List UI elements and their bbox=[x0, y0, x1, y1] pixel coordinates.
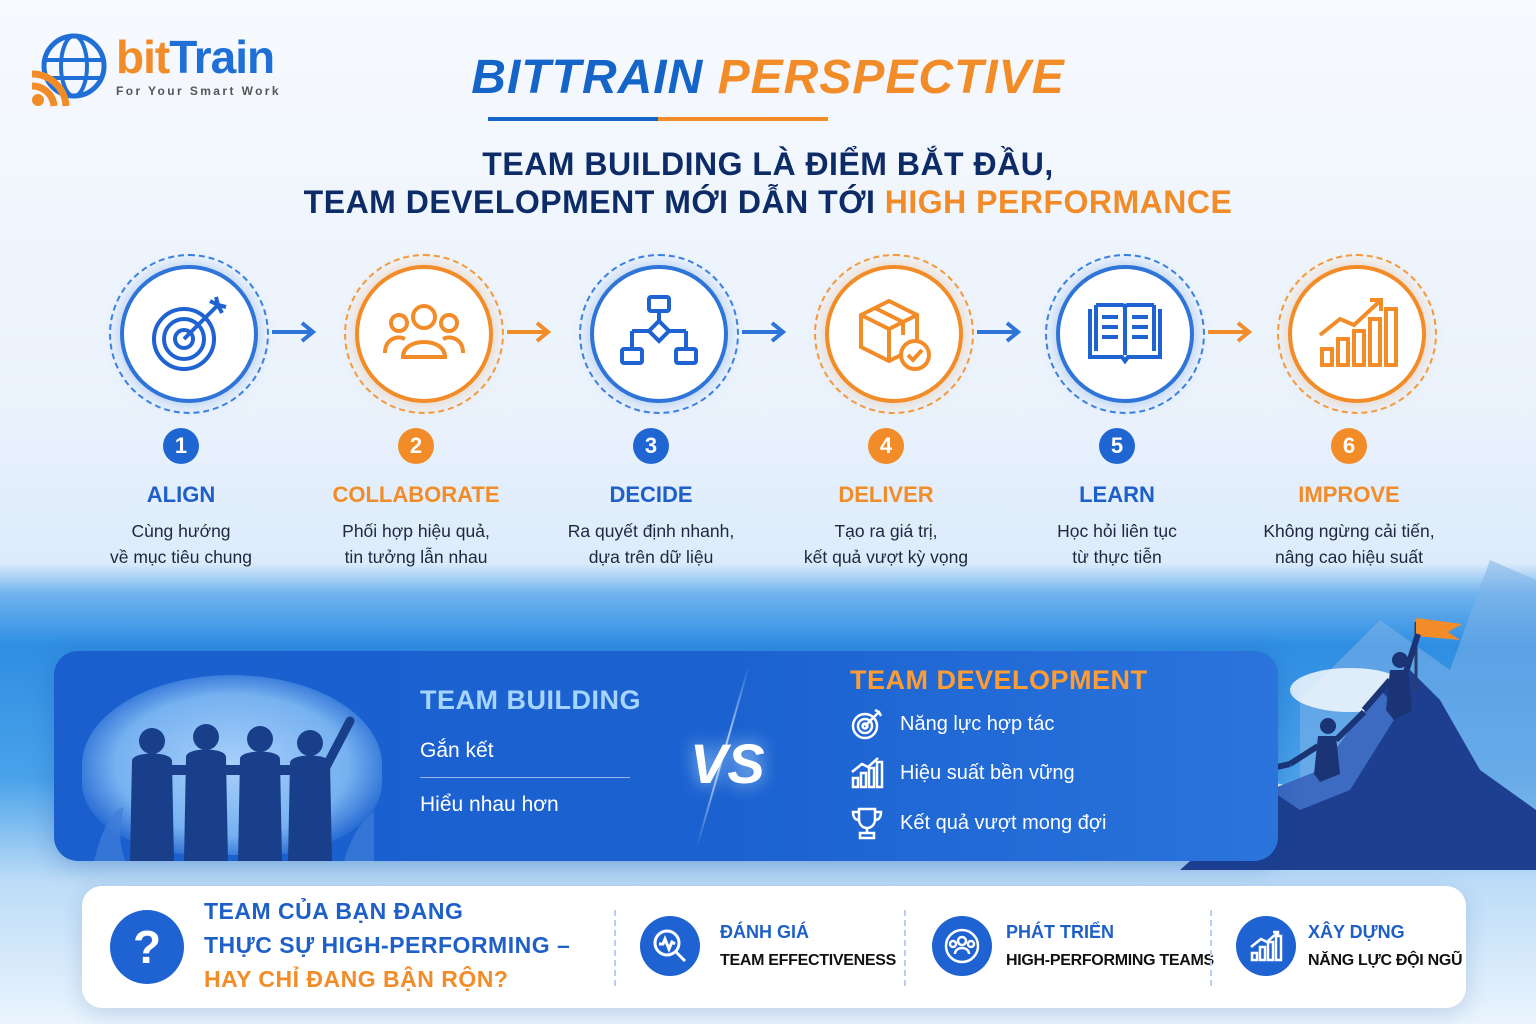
page-title: BITTRAIN PERSPECTIVE bbox=[471, 51, 1065, 104]
title-underline bbox=[488, 117, 828, 121]
arrow-right-icon bbox=[507, 321, 552, 343]
step-number: 5 bbox=[1099, 428, 1135, 464]
divider bbox=[614, 910, 616, 986]
action-subtitle: TEAM EFFECTIVENESS bbox=[720, 952, 896, 969]
step-title: ALIGN bbox=[146, 482, 216, 507]
growth-chart-icon bbox=[1236, 916, 1296, 976]
team-development-item: Hiệu suất bền vững bbox=[850, 756, 1075, 790]
action-title: XÂY DỰNG bbox=[1308, 922, 1405, 942]
question-line-1: TEAM CỦA BẠN ĐANG bbox=[204, 898, 464, 924]
step-title: COLLABORATE bbox=[332, 482, 500, 507]
step-collaborate: 2 COLLABORATE Phối hợp hiệu quả,tin tưởn… bbox=[301, 254, 531, 574]
magnifier-chart-icon bbox=[640, 916, 700, 976]
step-deliver: 4 DELIVER Tạo ra giá trị,kết quả vượt kỳ… bbox=[771, 254, 1001, 574]
book-icon bbox=[1088, 303, 1162, 365]
brand-name: bitTrain bbox=[116, 31, 275, 83]
divider bbox=[420, 777, 630, 778]
step-improve: 6 IMPROVE Không ngừng cải tiến,nâng cao … bbox=[1234, 254, 1464, 574]
arrow-right-icon bbox=[1208, 321, 1253, 343]
step-number: 2 bbox=[398, 428, 434, 464]
subtitle-line-1: TEAM BUILDING LÀ ĐIỂM BẮT ĐẦU, bbox=[482, 146, 1054, 182]
package-check-icon bbox=[859, 298, 931, 371]
action-subtitle: NĂNG LỰC ĐỘI NGŨ bbox=[1308, 952, 1463, 969]
action-title: ĐÁNH GIÁ bbox=[720, 922, 809, 942]
divider bbox=[904, 910, 906, 986]
team-circle-icon bbox=[932, 916, 992, 976]
team-icon bbox=[383, 304, 465, 359]
team-development-title: TEAM DEVELOPMENT bbox=[850, 665, 1148, 695]
step-description: Phối hợp hiệu quả,tin tưởng lẫn nhau bbox=[342, 521, 490, 567]
arrow-right-icon bbox=[272, 321, 317, 343]
team-development-item: Kết quả vượt mong đợi bbox=[850, 806, 1106, 840]
globe-wifi-logo-icon bbox=[31, 33, 107, 107]
bar-chart-icon bbox=[851, 757, 884, 789]
comparison-panel: TEAM BUILDING Gắn kết Hiểu nhau hơn VS T… bbox=[54, 651, 1278, 861]
step-number: 3 bbox=[633, 428, 669, 464]
vs-label: VS bbox=[690, 732, 765, 795]
step-description: Ra quyết định nhanh,dựa trên dữ liệu bbox=[567, 521, 735, 567]
growth-chart-icon bbox=[1318, 298, 1398, 367]
arrow-right-icon bbox=[742, 321, 787, 343]
brand-logo[interactable]: bitTrain For Your Smart Work bbox=[28, 30, 281, 110]
target-icon bbox=[152, 296, 227, 371]
step-number: 4 bbox=[868, 428, 904, 464]
flowchart-icon bbox=[620, 295, 698, 365]
trophy-icon bbox=[851, 807, 883, 840]
team-hug-illustration bbox=[94, 716, 374, 861]
step-title: DELIVER bbox=[838, 482, 934, 507]
step-number: 6 bbox=[1331, 428, 1367, 464]
step-decide: 3 DECIDE Ra quyết định nhanh,dựa trên dữ… bbox=[536, 254, 766, 574]
team-development-item: Năng lực hợp tác bbox=[850, 707, 1054, 741]
step-description: Tạo ra giá trị,kết quả vượt kỳ vọng bbox=[803, 521, 969, 567]
team-building-item: Gắn kết bbox=[420, 739, 494, 762]
step-number: 1 bbox=[163, 428, 199, 464]
team-building-item: Hiểu nhau hơn bbox=[420, 793, 559, 816]
arrow-right-icon bbox=[977, 321, 1022, 343]
call-to-action-bar: ? TEAM CỦA BẠN ĐANG THỰC SỰ HIGH-PERFORM… bbox=[82, 886, 1466, 1008]
action-subtitle: HIGH-PERFORMING TEAMS bbox=[1006, 952, 1214, 969]
target-icon bbox=[851, 708, 883, 740]
divider bbox=[1210, 910, 1212, 986]
question-line-3: HAY CHỈ ĐANG BẬN RỘN? bbox=[204, 966, 509, 992]
question-mark-icon: ? bbox=[110, 910, 184, 984]
step-title: IMPROVE bbox=[1298, 482, 1400, 507]
brand-tagline: For Your Smart Work bbox=[116, 84, 281, 98]
action-title: PHÁT TRIỂN bbox=[1006, 922, 1114, 942]
team-building-title: TEAM BUILDING bbox=[420, 685, 641, 715]
step-title: DECIDE bbox=[609, 482, 693, 507]
step-description: Không ngừng cải tiến,nâng cao hiệu suất bbox=[1263, 521, 1435, 567]
subtitle-line-2: TEAM DEVELOPMENT MỚI DẪN TỚI HIGH PERFOR… bbox=[303, 184, 1233, 220]
step-title: LEARN bbox=[1079, 482, 1155, 507]
question-line-2: THỰC SỰ HIGH-PERFORMING – bbox=[204, 932, 571, 958]
